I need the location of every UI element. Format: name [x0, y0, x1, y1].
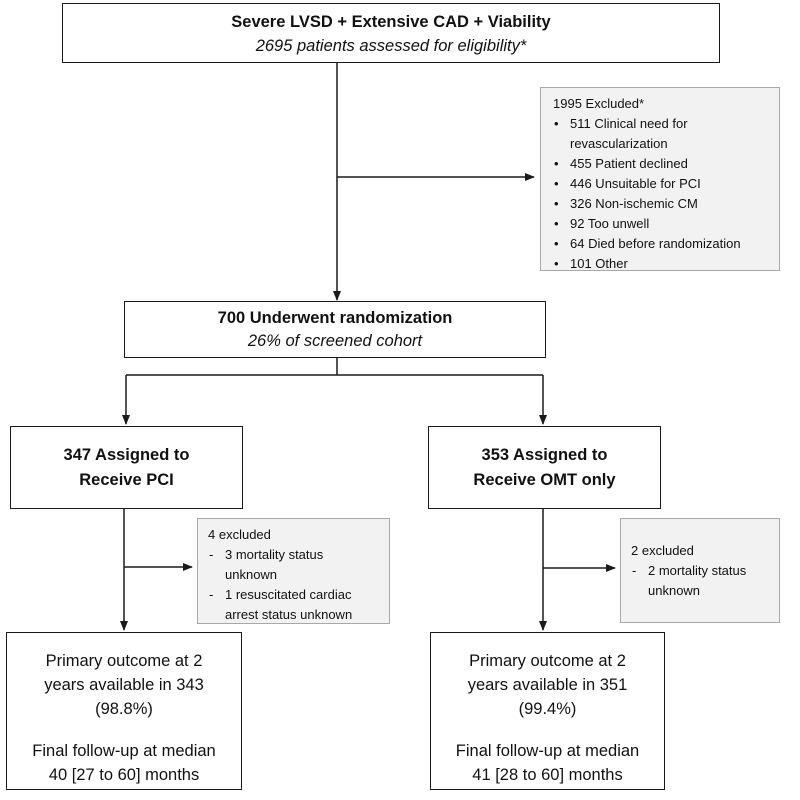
- list-item: •64 Died before randomization: [554, 236, 741, 251]
- omt-excluded-box: 2 excluded -2 mortality status unknown: [620, 518, 780, 623]
- list-item: •511 Clinical need for: [554, 116, 688, 131]
- randomization-subtitle: 26% of screened cohort: [247, 332, 423, 350]
- randomization-box: 700 Underwent randomization 26% of scree…: [124, 301, 546, 358]
- pci-outcome-box: Primary outcome at 2 years available in …: [6, 632, 242, 790]
- list-item-continuation: revascularization: [570, 136, 668, 151]
- omt-arm-line1: 353 Assigned to: [481, 446, 608, 464]
- omt-excluded-list: -2 mortality status unknown: [631, 561, 779, 601]
- list-item: -3 mortality status: [209, 547, 324, 562]
- omt-arm-line2: Receive OMT only: [473, 471, 616, 489]
- omt-followup-line: 41 [28 to 60] months: [472, 766, 623, 784]
- list-item: •455 Patient declined: [554, 156, 688, 171]
- pci-followup-line: 40 [27 to 60] months: [48, 766, 200, 784]
- pci-excluded-box: 4 excluded -3 mortality status unknown -…: [197, 518, 390, 624]
- omt-outcome-line: Primary outcome at 2: [469, 652, 626, 670]
- pci-followup-line: Final follow-up at median: [32, 742, 216, 760]
- pci-outcome-line: years available in 343: [44, 676, 204, 694]
- list-item-continuation: unknown: [225, 567, 278, 582]
- excluded-box: 1995 Excluded* •511 Clinical need for re…: [540, 87, 780, 271]
- pci-excluded-list: -3 mortality status unknown -1 resuscita…: [208, 545, 389, 625]
- pci-arm-line1: 347 Assigned to: [63, 446, 190, 464]
- omt-outcome-line: years available in 351: [467, 676, 628, 694]
- omt-excluded-header: 2 excluded: [631, 543, 694, 558]
- eligibility-box: Severe LVSD + Extensive CAD + Viability …: [62, 3, 720, 63]
- excluded-header: 1995 Excluded*: [553, 96, 645, 111]
- list-item-continuation: arrest status unknown: [225, 607, 353, 622]
- randomization-title: 700 Underwent randomization: [217, 309, 453, 327]
- list-item: -1 resuscitated cardiac: [209, 587, 352, 602]
- omt-arm-box: 353 Assigned to Receive OMT only: [428, 426, 661, 509]
- omt-followup-line: Final follow-up at median: [455, 742, 640, 760]
- excluded-list: •511 Clinical need for revascularization…: [553, 114, 779, 274]
- omt-outcome-box: Primary outcome at 2 years available in …: [430, 632, 665, 790]
- list-item: •101 Other: [554, 256, 628, 271]
- pci-arm-line2: Receive PCI: [79, 471, 174, 489]
- list-item: •446 Unsuitable for PCI: [554, 176, 701, 191]
- pci-outcome-line: (98.8%): [95, 700, 153, 718]
- list-item: •92 Too unwell: [554, 216, 650, 231]
- omt-outcome-line: (99.4%): [518, 700, 577, 718]
- list-item-continuation: unknown: [648, 583, 701, 598]
- eligibility-title: Severe LVSD + Extensive CAD + Viability: [231, 13, 551, 31]
- pci-excluded-header: 4 excluded: [208, 527, 271, 542]
- pci-outcome-line: Primary outcome at 2: [45, 652, 203, 670]
- list-item: •326 Non-ischemic CM: [554, 196, 698, 211]
- pci-arm-box: 347 Assigned to Receive PCI: [10, 426, 243, 509]
- list-item: -2 mortality status: [632, 563, 747, 578]
- eligibility-subtitle: 2695 patients assessed for eligibility*: [255, 37, 527, 55]
